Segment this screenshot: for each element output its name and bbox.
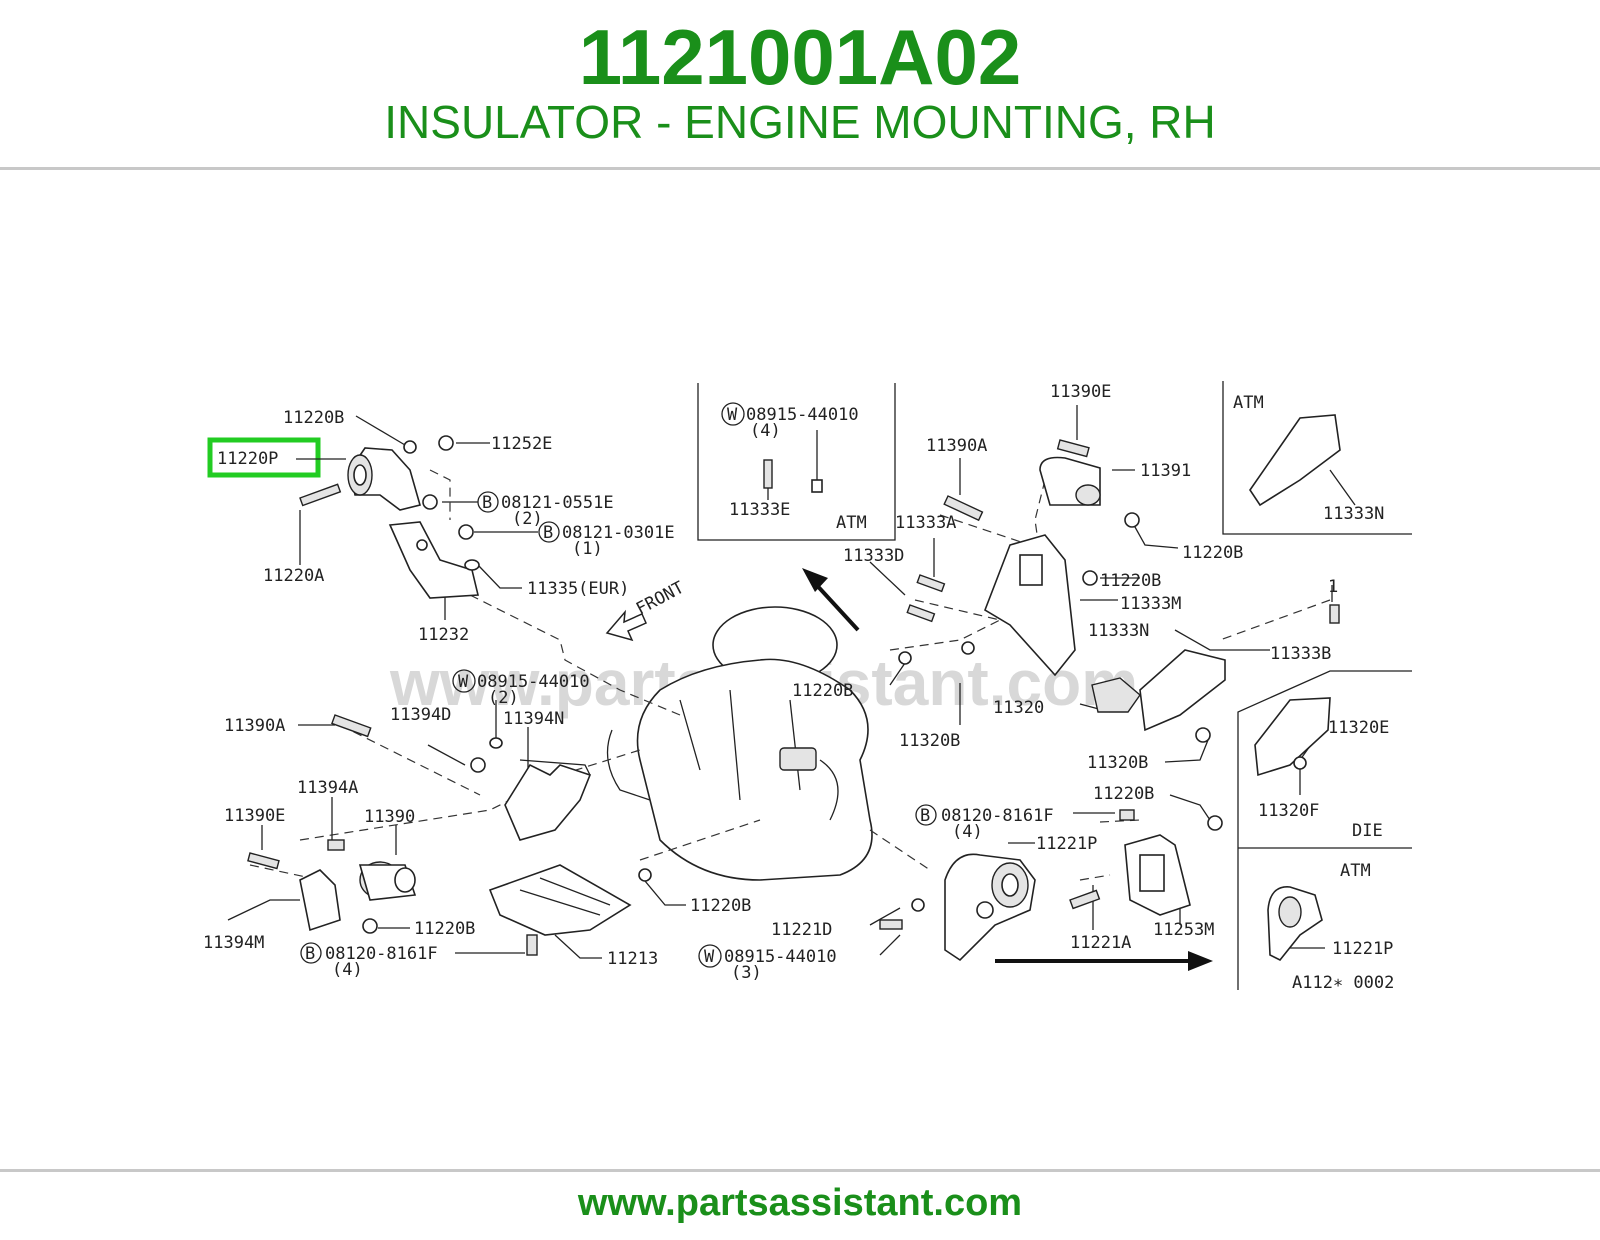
inset-label-atm: ATM: [1340, 861, 1371, 881]
label-qty: (3): [731, 963, 762, 983]
label-11394m: 11394M: [203, 933, 264, 953]
label-11213: 11213: [607, 949, 658, 969]
inset-label-atm: ATM: [836, 513, 867, 533]
badge-w: W: [458, 672, 469, 692]
label-08915-44010: 08915-44010: [746, 405, 859, 425]
label-11221p: 11221P: [1332, 939, 1393, 959]
label-qty: (4): [332, 960, 363, 980]
front-arrow-icon: [605, 609, 647, 642]
label-11220a: 11220A: [263, 566, 324, 586]
inset-label-die: DIE: [1352, 821, 1383, 841]
label-11394n: 11394N: [503, 709, 564, 729]
label-1: 1: [1328, 577, 1338, 597]
inset-frames: [697, 381, 1412, 990]
leader-lines: [227, 405, 1356, 959]
label-11390a: 11390A: [224, 716, 285, 736]
badge-w: W: [704, 947, 715, 967]
label-11320e: 11320E: [1328, 718, 1389, 738]
label-08120-8161f: 08120-8161F: [941, 806, 1054, 826]
part-number-title: 1121001A02: [578, 13, 1022, 101]
label-11320: 11320: [993, 698, 1044, 718]
label-11333d: 11333D: [843, 546, 904, 566]
header-divider: [0, 167, 1600, 170]
part-shapes: [247, 414, 1341, 962]
engine-block-drawing: [606, 606, 873, 881]
label-11232: 11232: [418, 625, 469, 645]
label-11335: 11335(EUR): [527, 579, 629, 599]
badge-b: B: [543, 523, 553, 543]
label-11320b: 11320B: [899, 731, 960, 751]
label-11320b: 11320B: [1087, 753, 1148, 773]
badge-b: B: [482, 493, 492, 513]
label-08120-8161f: 08120-8161F: [325, 944, 438, 964]
label-11333e: 11333E: [729, 500, 790, 520]
label-11220p: 11220P: [217, 449, 278, 469]
label-11390: 11390: [364, 807, 415, 827]
drawing-number: A112∗ 0002: [1292, 973, 1394, 993]
badge-b: B: [920, 806, 930, 826]
label-front: FRONT: [633, 578, 688, 620]
label-qty: (2): [512, 509, 543, 529]
website-link[interactable]: www.partsassistant.com: [577, 1182, 1023, 1224]
highlight-box: [207, 437, 321, 478]
label-11220b: 11220B: [690, 896, 751, 916]
label-11333m: 11333M: [1120, 594, 1181, 614]
badges: W B B W B B W: [300, 402, 937, 968]
label-qty: (1): [572, 539, 603, 559]
inset-label-atm: ATM: [1233, 393, 1264, 413]
label-11220b: 11220B: [1100, 571, 1161, 591]
direction-arrows: [605, 568, 1213, 971]
label-11221a: 11221A: [1070, 933, 1131, 953]
label-11333b: 11333B: [1270, 644, 1331, 664]
label-11333n: 11333N: [1088, 621, 1149, 641]
label-11221p: 11221P: [1036, 834, 1097, 854]
label-11220b: 11220B: [1182, 543, 1243, 563]
label-11391: 11391: [1140, 461, 1191, 481]
label-11333n: 11333N: [1323, 504, 1384, 524]
label-qty: (4): [952, 822, 983, 842]
label-11253m: 11253M: [1153, 920, 1214, 940]
label-08915-44010: 08915-44010: [724, 947, 837, 967]
badge-w: W: [727, 405, 738, 425]
label-11333a: 11333A: [895, 513, 956, 533]
footer-divider: [0, 1169, 1600, 1172]
label-11394d: 11394D: [390, 705, 451, 725]
label-11220b: 11220B: [283, 408, 344, 428]
label-11220b: 11220B: [1093, 784, 1154, 804]
label-qty: (4): [750, 421, 781, 441]
label-11220b: 11220B: [414, 919, 475, 939]
part-name-subtitle: INSULATOR - ENGINE MOUNTING, RH: [384, 96, 1216, 148]
badge-b: B: [305, 944, 315, 964]
label-11221d: 11221D: [771, 920, 832, 940]
label-qty: (2): [488, 688, 519, 708]
label-08915-44010: 08915-44010: [477, 672, 590, 692]
label-11394a: 11394A: [297, 778, 358, 798]
label-11252e: 11252E: [491, 434, 552, 454]
label-08121-0551e: 08121-0551E: [501, 493, 614, 513]
label-11390e: 11390E: [1050, 382, 1111, 402]
label-08121-0301e: 08121-0301E: [562, 523, 675, 543]
label-11390e: 11390E: [224, 806, 285, 826]
label-11390a: 11390A: [926, 436, 987, 456]
label-11320f: 11320F: [1258, 801, 1319, 821]
label-11220b: 11220B: [792, 681, 853, 701]
